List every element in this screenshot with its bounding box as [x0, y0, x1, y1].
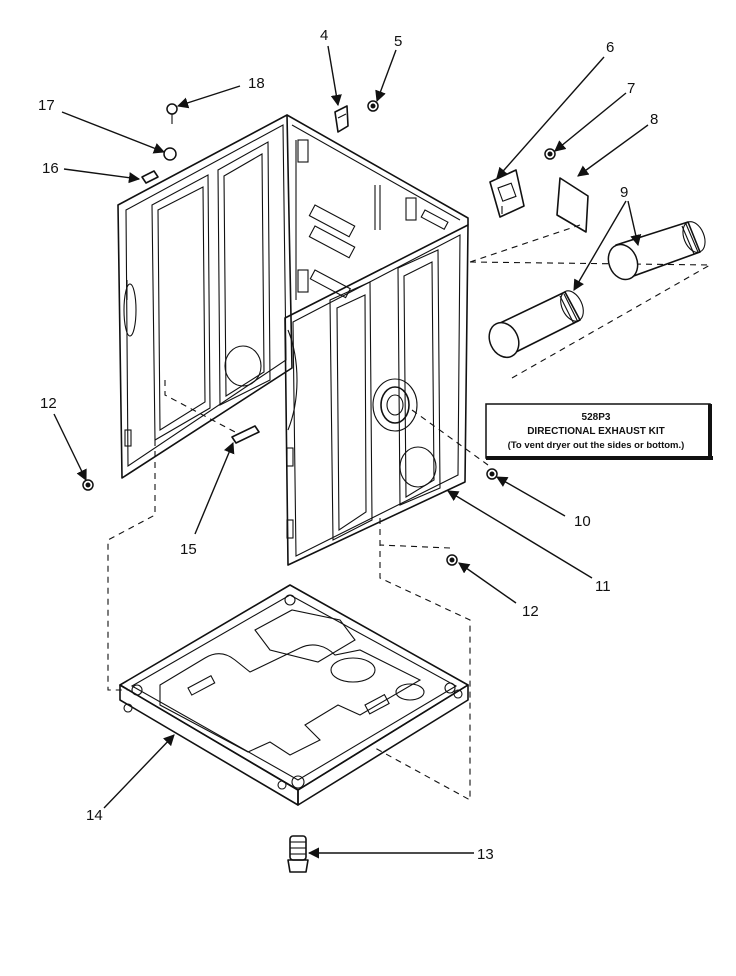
callout-15: 15 [180, 541, 197, 558]
cabinet-right-panel [284, 224, 469, 566]
exhaust-tube-part-9-lower [488, 290, 584, 359]
callout-10: 10 [574, 513, 591, 530]
screw-part-12-left [82, 479, 94, 491]
cover-plate-part-6 [489, 169, 525, 218]
callout-17: 17 [38, 97, 55, 114]
cabinet-left-panel [117, 114, 293, 479]
label-part-15 [231, 425, 260, 444]
leader-lines [53, 45, 649, 859]
callout-7: 7 [627, 80, 635, 97]
gasket-part-8 [556, 177, 589, 233]
screw-part-18 [166, 103, 178, 124]
base-assembly [119, 584, 469, 806]
screw-part-10 [486, 468, 498, 480]
callout-13: 13 [477, 846, 494, 863]
kit-title: DIRECTIONAL EXHAUST KIT [527, 426, 665, 437]
kit-model: 528P3 [582, 412, 611, 423]
bracket-part-4 [334, 105, 349, 133]
kit-subtitle: (To vent dryer out the sides or bottom.) [508, 440, 685, 451]
callout-labels: 4 5 6 7 8 9 18 17 16 12 15 10 11 12 14 1… [38, 27, 658, 863]
screw-part-5 [367, 100, 379, 112]
callout-8: 8 [650, 111, 658, 128]
callout-11: 11 [595, 578, 611, 595]
exhaust-tube-part-9-upper [607, 221, 706, 281]
callout-14: 14 [86, 807, 103, 824]
callout-12-right: 12 [522, 603, 539, 620]
screw-part-12-right [446, 554, 458, 566]
plug-part-17 [163, 147, 177, 161]
callout-5: 5 [394, 33, 402, 50]
callout-6: 6 [606, 39, 614, 56]
screw-part-7 [544, 148, 556, 160]
callout-18: 18 [248, 75, 265, 92]
assembly-guide-lines [107, 224, 713, 801]
cabinet-rear-wall [286, 114, 469, 300]
callout-16: 16 [42, 160, 59, 177]
kit-note-box: 528P3 DIRECTIONAL EXHAUST KIT (To vent d… [485, 403, 713, 460]
callout-12-left: 12 [40, 395, 57, 412]
callout-9: 9 [620, 184, 628, 201]
leveling-leg-part-13 [287, 835, 309, 873]
clip-part-16 [141, 170, 159, 184]
callout-4: 4 [320, 27, 328, 44]
